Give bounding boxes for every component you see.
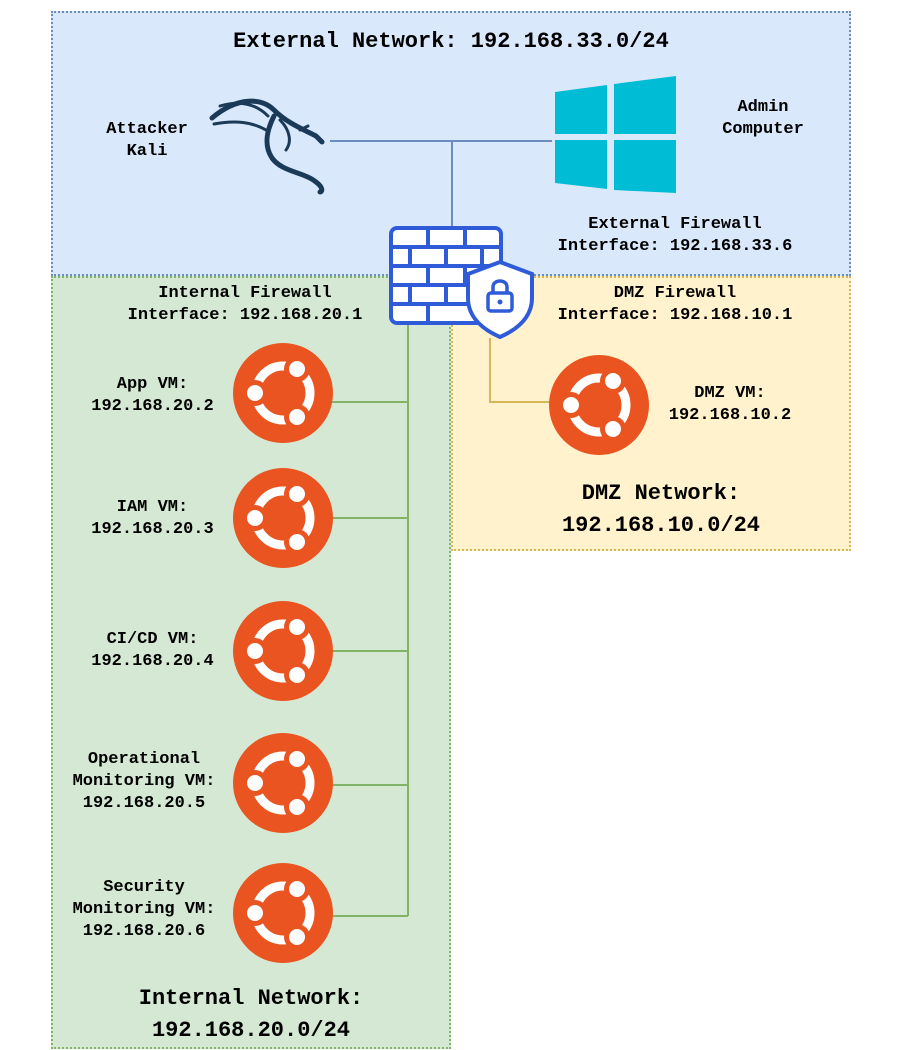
- app-vm-label-line1: App VM:: [116, 375, 189, 394]
- dmz-network-title-line2: 192.168.10.0/24: [561, 513, 761, 538]
- external-network-title: External Network: 192.168.33.0/24: [233, 29, 669, 54]
- external-links: [330, 140, 552, 230]
- ubuntu-icon-iam-vm: [233, 468, 333, 568]
- dmz-link: [489, 338, 552, 403]
- internal-network-title-line2: 192.168.20.0/24: [151, 1018, 351, 1043]
- attacker-label: Attacker Kali: [72, 119, 222, 163]
- dmz-vm-label: DMZ VM: 192.168.10.2: [650, 383, 810, 427]
- internal-links: [330, 325, 409, 917]
- internal-firewall-label-line2: Interface: 192.168.20.1: [127, 306, 363, 325]
- internal-firewall-label-line1: Internal Firewall: [158, 284, 332, 303]
- dmz-firewall-label-line2: Interface: 192.168.10.1: [557, 306, 793, 325]
- opmon-vm-label-line2: Monitoring VM:: [72, 772, 216, 791]
- secmon-vm-label-line3: 192.168.20.6: [82, 922, 206, 941]
- kali-dragon-icon: [209, 98, 325, 195]
- external-firewall-label: External Firewall Interface: 192.168.33.…: [530, 214, 820, 258]
- external-firewall-label-line2: Interface: 192.168.33.6: [557, 237, 793, 256]
- admin-label: Admin Computer: [688, 97, 838, 141]
- app-vm-label: App VM: 192.168.20.2: [70, 374, 235, 418]
- cicd-vm-label-line2: 192.168.20.4: [91, 652, 214, 671]
- attacker-label-line1: Attacker: [106, 120, 188, 139]
- opmon-vm-label: Operational Monitoring VM: 192.168.20.5: [58, 749, 230, 815]
- firewall-shield-icon: [389, 226, 534, 340]
- secmon-vm-label: Security Monitoring VM: 192.168.20.6: [58, 877, 230, 943]
- app-vm-label-line2: 192.168.20.2: [91, 397, 214, 416]
- internal-network-title-line1: Internal Network:: [138, 986, 364, 1011]
- secmon-vm-label-line1: Security: [103, 878, 185, 897]
- dmz-network-title: DMZ Network: 192.168.10.0/24: [451, 478, 871, 542]
- internal-network-title: Internal Network: 192.168.20.0/24: [51, 983, 451, 1047]
- iam-vm-label-line2: 192.168.20.3: [91, 520, 214, 539]
- admin-label-line2: Computer: [722, 120, 804, 139]
- windows-logo-icon: [555, 76, 676, 193]
- ubuntu-icon-opmon-vm: [233, 733, 333, 833]
- cicd-vm-label: CI/CD VM: 192.168.20.4: [70, 629, 235, 673]
- ubuntu-icon-app-vm: [233, 343, 333, 443]
- secmon-vm-label-line2: Monitoring VM:: [72, 900, 216, 919]
- ubuntu-icon-cicd-vm: [233, 601, 333, 701]
- attacker-label-line2: Kali: [126, 142, 168, 161]
- dmz-vm-label-line2: 192.168.10.2: [668, 406, 792, 425]
- internal-firewall-label: Internal Firewall Interface: 192.168.20.…: [95, 283, 395, 327]
- iam-vm-label: IAM VM: 192.168.20.3: [70, 497, 235, 541]
- ubuntu-icon-dmz-vm: [549, 355, 649, 455]
- dmz-firewall-label-line1: DMZ Firewall: [613, 284, 737, 303]
- dmz-vm-label-line1: DMZ VM:: [694, 384, 766, 403]
- dmz-firewall-label: DMZ Firewall Interface: 192.168.10.1: [530, 283, 820, 327]
- dmz-network-title-line1: DMZ Network:: [581, 481, 741, 506]
- ubuntu-icon-secmon-vm: [233, 863, 333, 963]
- iam-vm-label-line1: IAM VM:: [116, 498, 189, 517]
- admin-label-line1: Admin: [737, 98, 789, 117]
- opmon-vm-label-line1: Operational: [87, 750, 201, 769]
- cicd-vm-label-line1: CI/CD VM:: [106, 630, 199, 649]
- opmon-vm-label-line3: 192.168.20.5: [82, 794, 206, 813]
- external-firewall-label-line1: External Firewall: [588, 215, 762, 234]
